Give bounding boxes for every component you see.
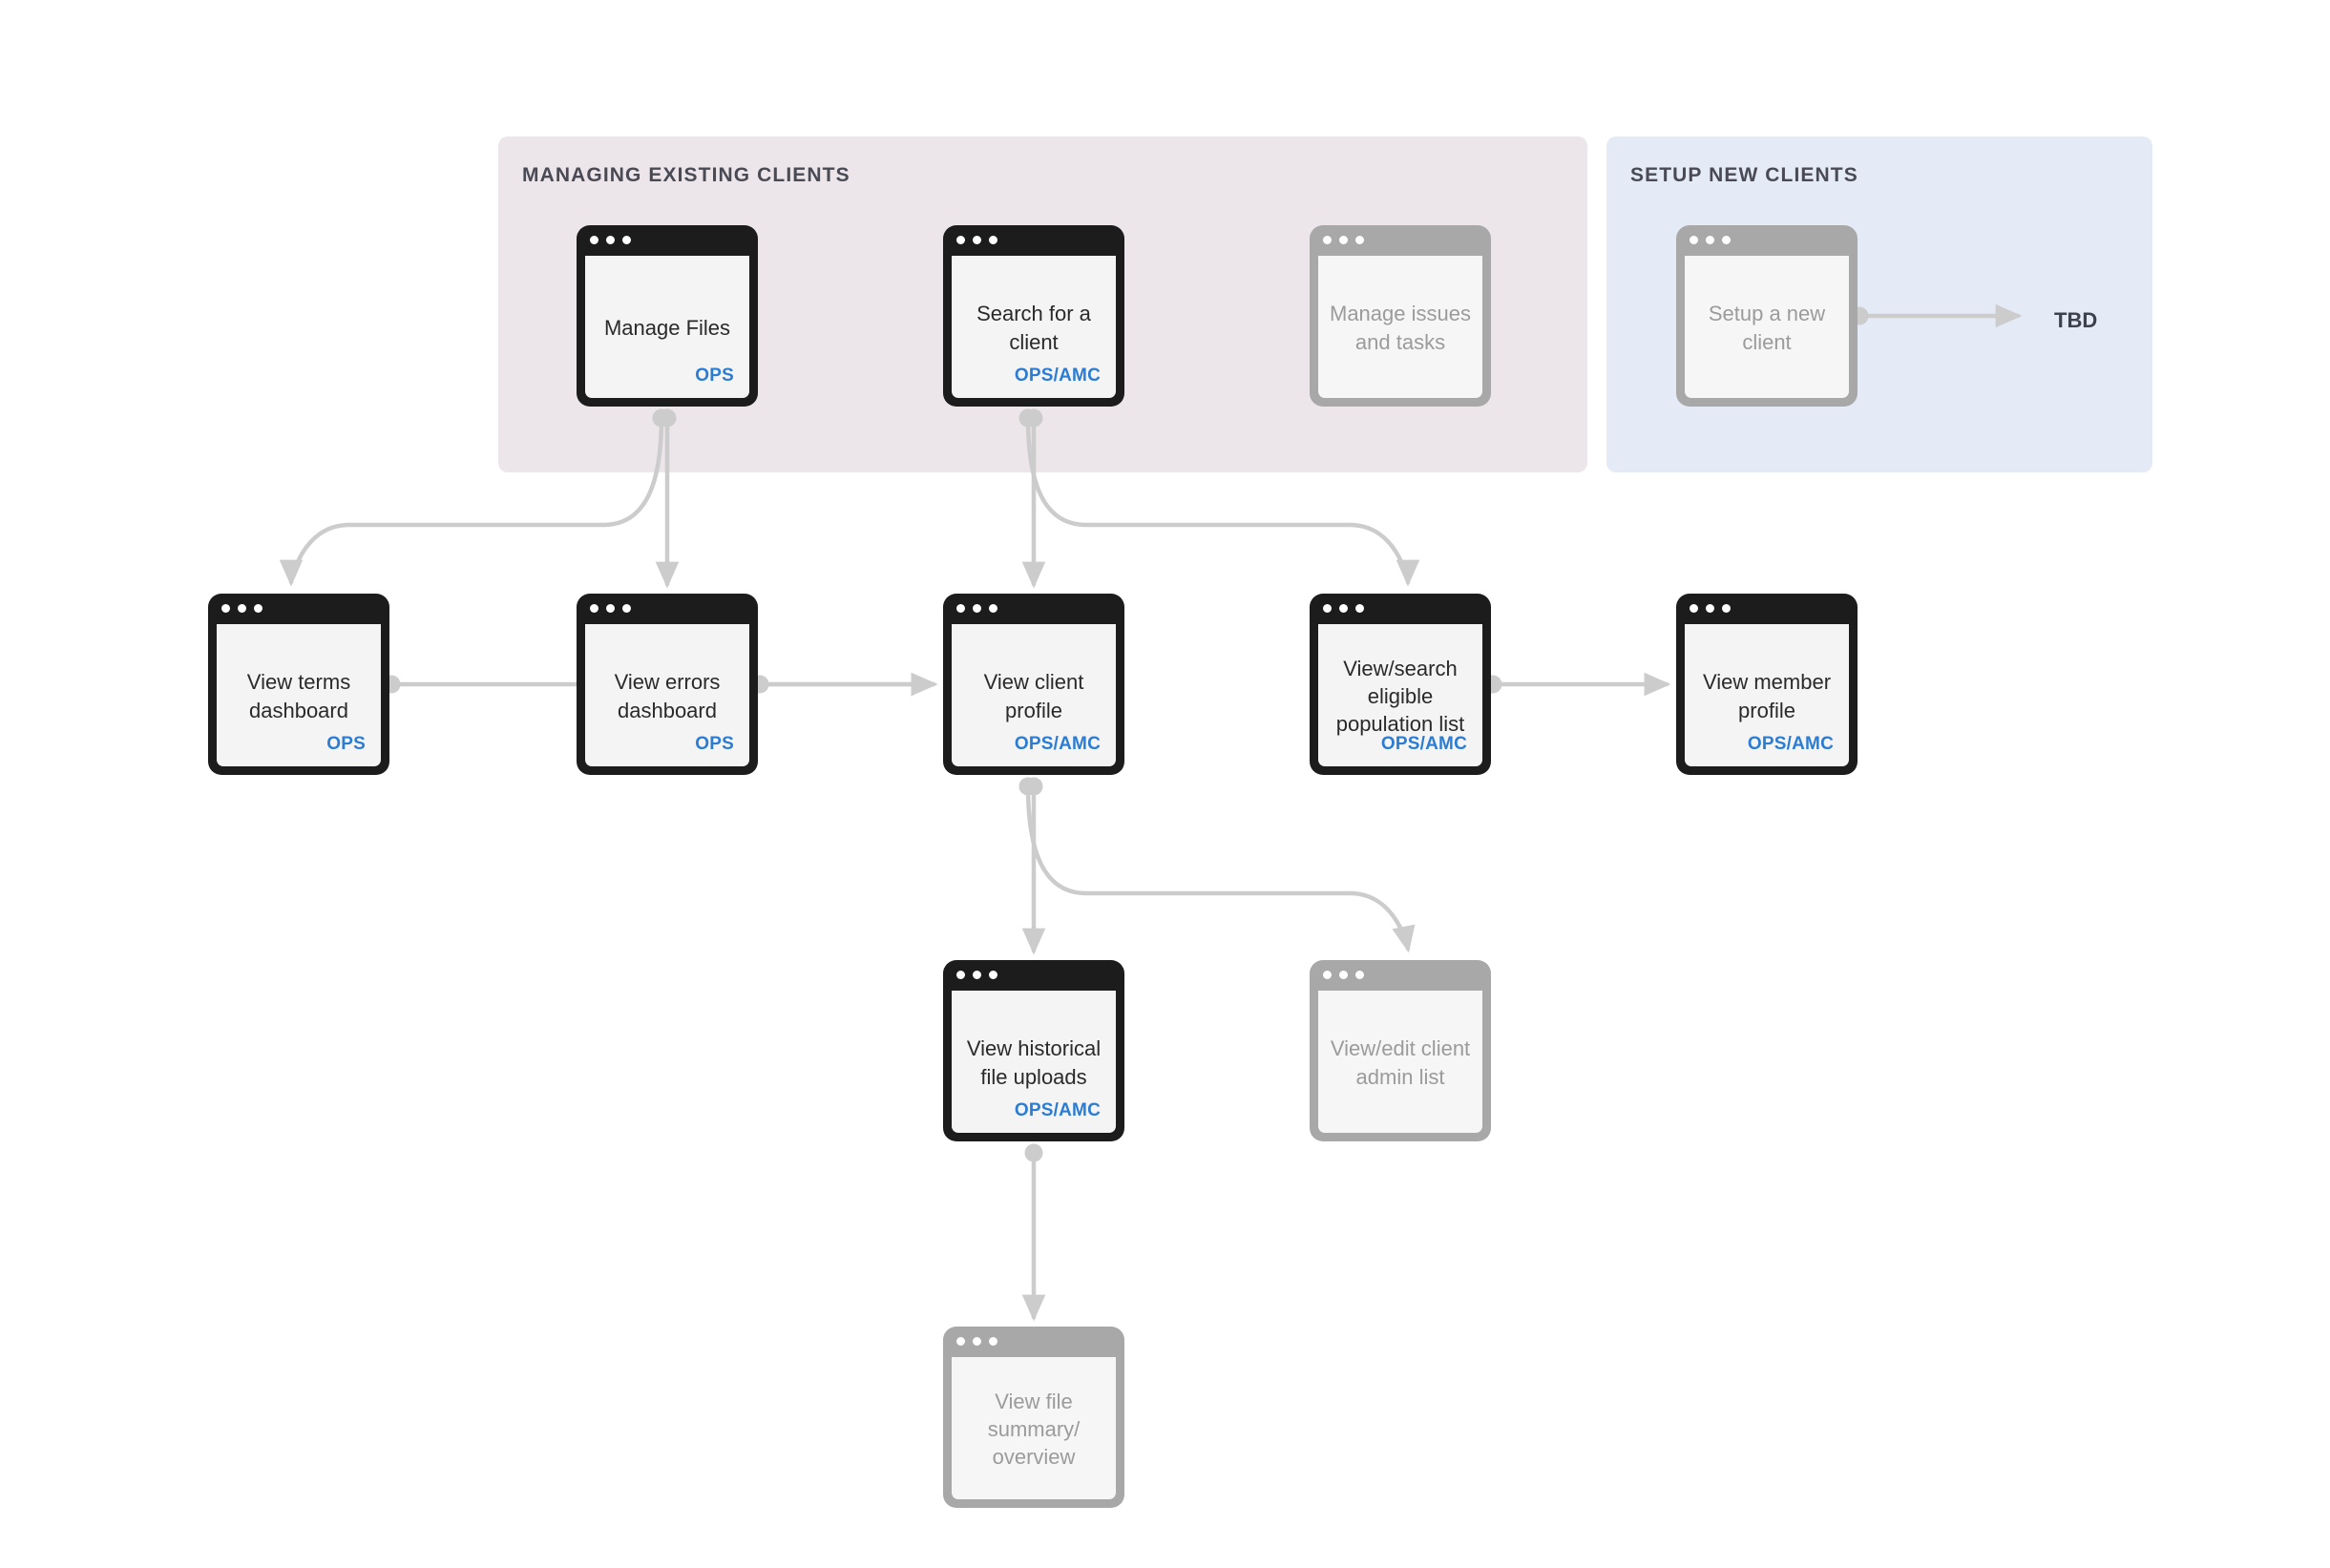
card-titlebar [1676, 594, 1858, 622]
window-dot-icon [973, 603, 981, 613]
node-tbd: TBD [2054, 308, 2098, 332]
card-label: View historical file uploads [966, 1036, 1102, 1089]
window-dot-icon [238, 603, 246, 613]
window-dot-icon [1323, 603, 1332, 613]
window-dot-icon [1339, 603, 1348, 613]
card-titlebar [943, 960, 1124, 989]
card-titlebar [943, 1327, 1124, 1355]
card-titlebar [208, 594, 389, 622]
window-dot-icon [622, 235, 631, 244]
window-dot-icon [1323, 235, 1332, 244]
card-titlebar [943, 594, 1124, 622]
window-dot-icon [989, 970, 997, 979]
card-label: View client profile [983, 670, 1084, 722]
card-label: View member profile [1702, 670, 1832, 722]
window-dot-icon [590, 235, 598, 244]
window-dot-icon [956, 603, 965, 613]
window-dot-icon [956, 235, 965, 244]
window-dot-icon [1706, 603, 1714, 613]
card-role-tag: OPS [326, 734, 366, 754]
window-dot-icon [1339, 235, 1348, 244]
card-role-tag: OPS [695, 366, 734, 386]
window-dot-icon [1722, 235, 1731, 244]
card-label: View terms dashboard [246, 670, 351, 722]
card-titlebar [577, 594, 758, 622]
card-screen: Setup a new client [1685, 256, 1849, 398]
window-dot-icon [606, 603, 615, 613]
group-panel-title-setup-new-clients: SETUP NEW CLIENTS [1630, 164, 1858, 186]
window-dot-icon [1722, 603, 1731, 613]
window-dot-icon [973, 235, 981, 244]
card-label: Search for a client [976, 302, 1091, 354]
card-label: View errors dashboard [614, 670, 721, 722]
window-dot-icon [989, 1336, 997, 1346]
window-dot-icon [254, 603, 262, 613]
card-screen: View file summary/ overview [952, 1357, 1116, 1499]
card-role-tag: OPS/AMC [1014, 366, 1101, 386]
window-dot-icon [956, 970, 965, 979]
card-role-tag: OPS/AMC [1014, 734, 1101, 754]
connector-manage-files-to-view-terms-dashboard [279, 415, 664, 587]
card-screen: Manage issues and tasks [1318, 256, 1482, 398]
window-dot-icon [989, 603, 997, 613]
card-label: View file summary/ overview [987, 1389, 1081, 1470]
card-titlebar [1310, 960, 1491, 989]
window-dot-icon [1706, 235, 1714, 244]
window-dot-icon [1323, 970, 1332, 979]
card-role-tag: OPS/AMC [1747, 734, 1834, 754]
window-dot-icon [622, 603, 631, 613]
group-panel-title-managing-existing-clients: MANAGING EXISTING CLIENTS [522, 164, 850, 186]
card-view-file-summary-overview: View file summary/ overview [943, 1327, 1124, 1508]
window-dot-icon [973, 1336, 981, 1346]
card-label: View/search eligible population list [1335, 656, 1465, 737]
window-dot-icon [590, 603, 598, 613]
window-dot-icon [1355, 235, 1364, 244]
window-dot-icon [989, 235, 997, 244]
card-view-edit-client-admin-list: View/edit client admin list [1310, 960, 1491, 1141]
window-dot-icon [1690, 603, 1698, 613]
window-dot-icon [1355, 603, 1364, 613]
card-label: Setup a new client [1708, 302, 1826, 354]
card-titlebar [1676, 225, 1858, 254]
card-role-tag: OPS/AMC [1380, 734, 1467, 754]
window-dot-icon [973, 970, 981, 979]
window-dot-icon [221, 603, 230, 613]
window-dot-icon [1339, 970, 1348, 979]
connector-view-client-profile-to-view-edit-client-admin-list [1025, 784, 1416, 953]
card-screen: View/edit client admin list [1318, 991, 1482, 1133]
card-titlebar [577, 225, 758, 254]
card-setup-a-new-client: Setup a new client [1676, 225, 1858, 407]
card-titlebar [1310, 594, 1491, 622]
card-label: View/edit client admin list [1330, 1036, 1471, 1089]
window-dot-icon [606, 235, 615, 244]
card-role-tag: OPS/AMC [1014, 1100, 1101, 1120]
window-dot-icon [1355, 970, 1364, 979]
connector-search-for-a-client-to-view-eligible-population [1025, 415, 1420, 587]
card-role-tag: OPS [695, 734, 734, 754]
card-titlebar [1310, 225, 1491, 254]
card-label: Manage Files [603, 315, 731, 340]
window-dot-icon [1690, 235, 1698, 244]
card-label: Manage issues and tasks [1330, 302, 1471, 354]
card-titlebar [943, 225, 1124, 254]
card-manage-issues-tasks: Manage issues and tasks [1310, 225, 1491, 407]
window-dot-icon [956, 1336, 965, 1346]
